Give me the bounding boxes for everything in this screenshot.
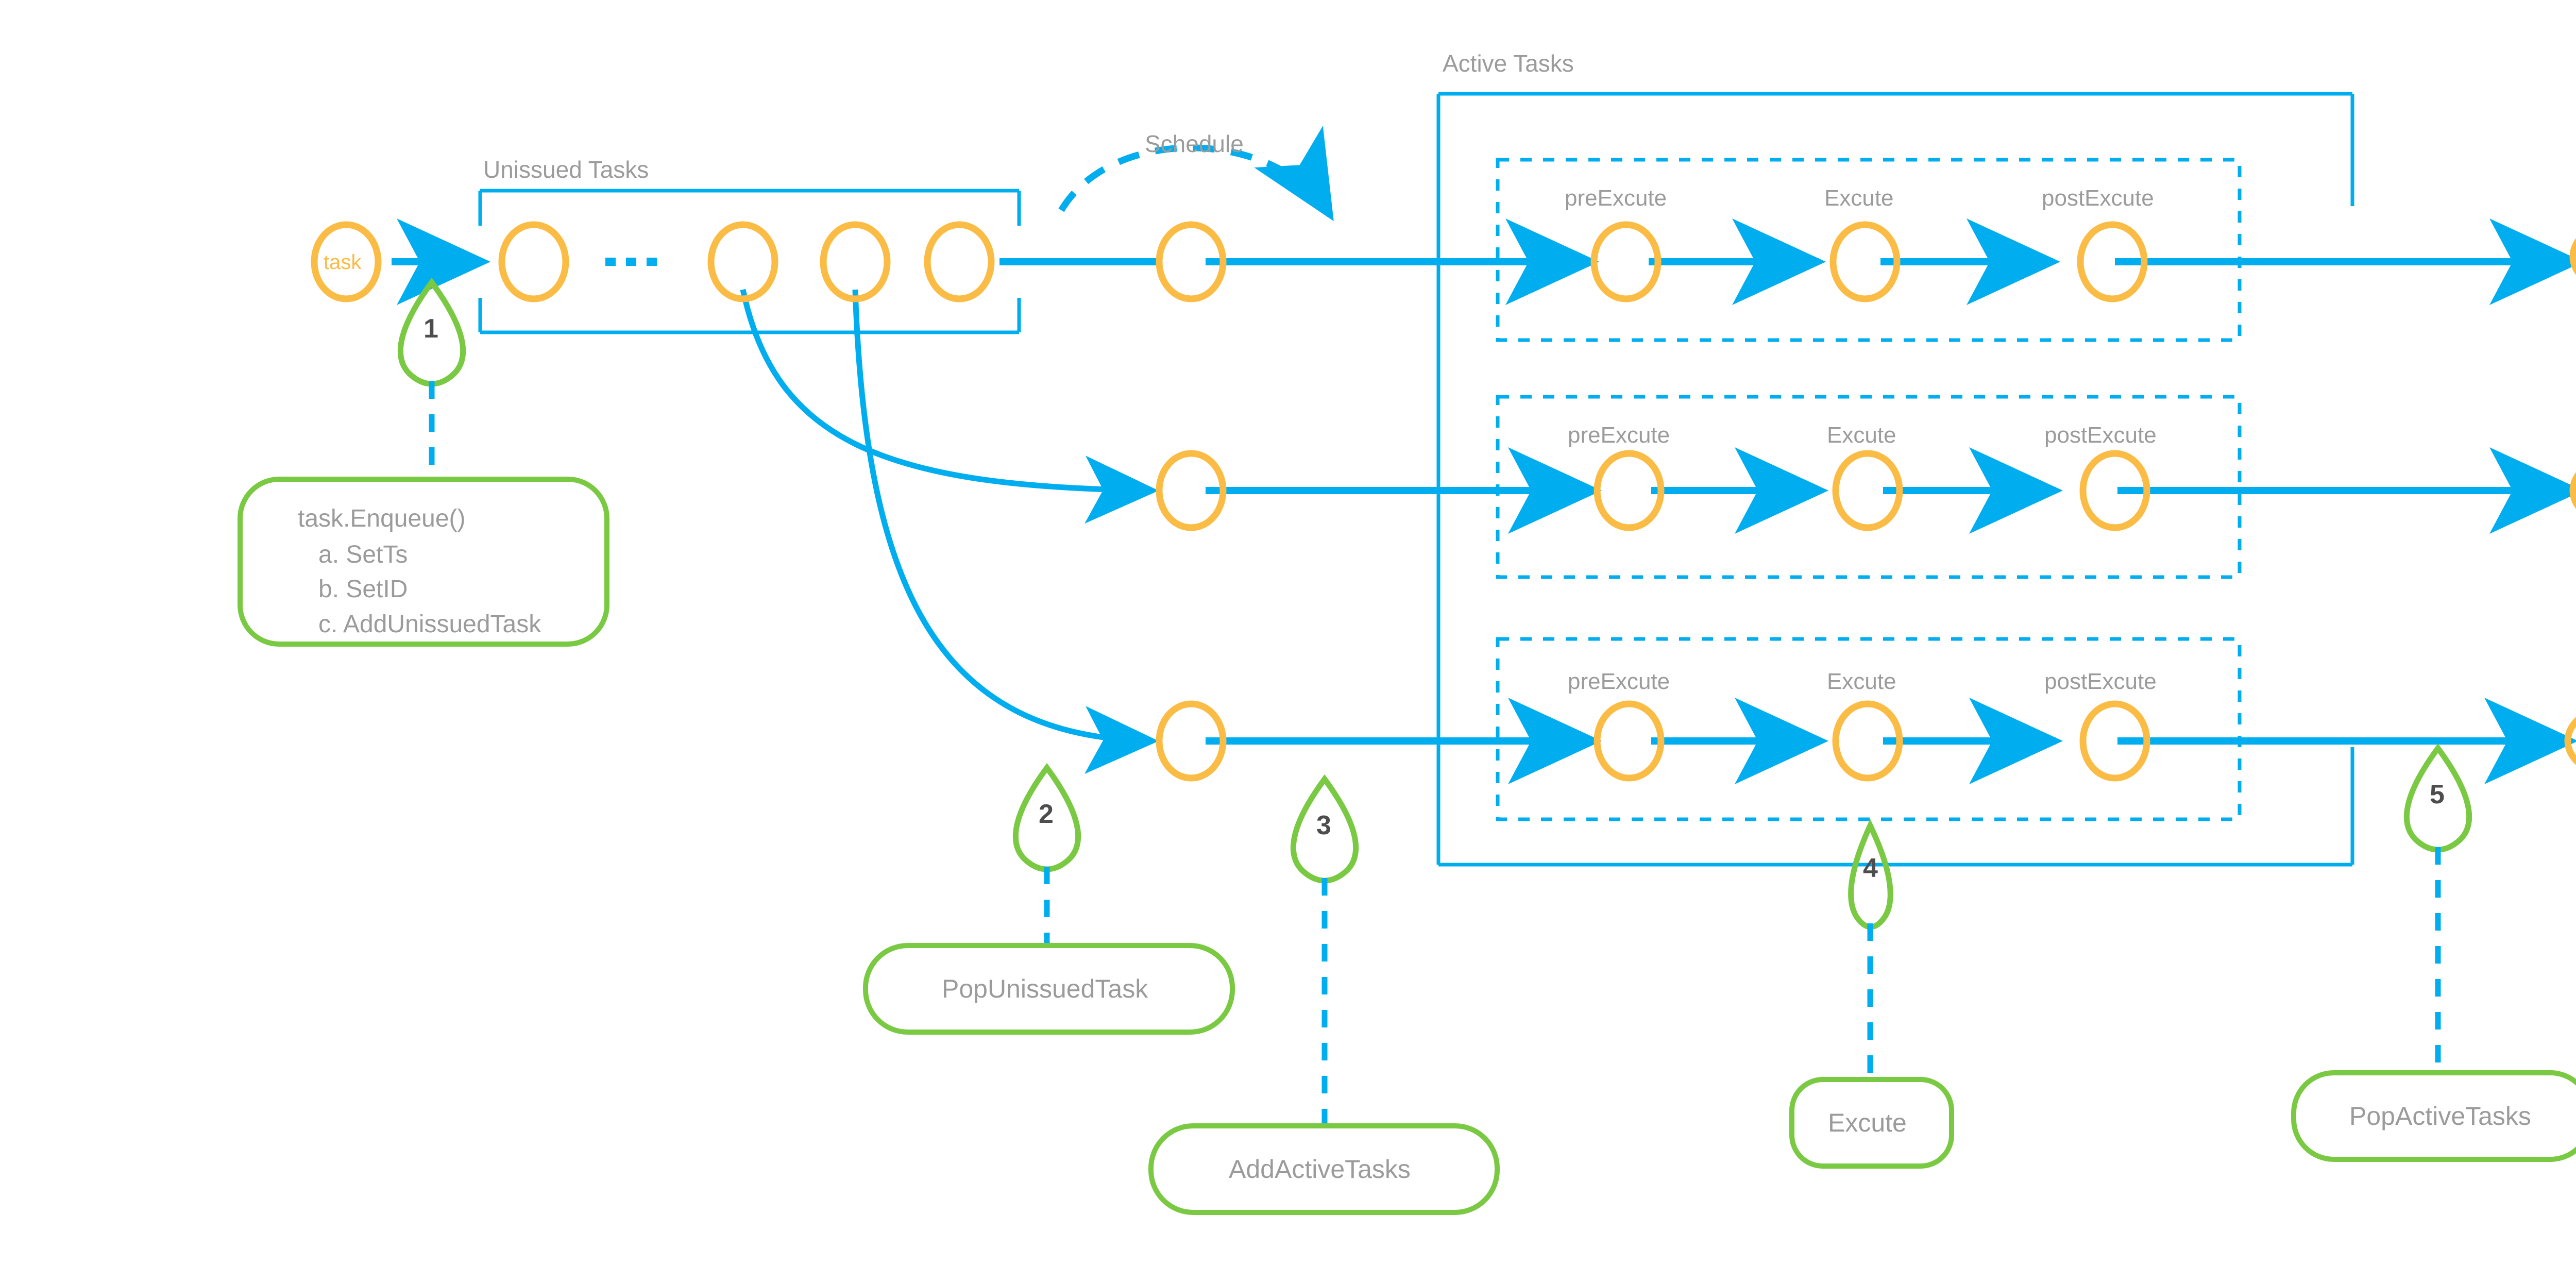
schedule-dashed-arrow (1058, 126, 1334, 222)
node-row3-terminal (2564, 717, 2576, 765)
node-row3-excute (1832, 700, 1903, 782)
node-row2-head (1156, 450, 1227, 531)
node-queue-3 (820, 221, 891, 302)
node-row1-head (1156, 221, 1227, 302)
marker-3-number: 3 (1316, 811, 1331, 840)
node-row2-terminal (2569, 472, 2576, 509)
callout-add-active-box (1148, 1123, 1500, 1215)
marker-1-number: 1 (423, 314, 438, 344)
node-row2-postexcute (2079, 450, 2150, 531)
row3-excute-label: Excute (1827, 669, 1896, 694)
node-row2-preexcute (1594, 450, 1665, 531)
row1-postexcute-label: postExcute (2042, 185, 2154, 211)
active-tasks-label: Active Tasks (1443, 50, 1574, 77)
node-row1-preexcute (1590, 221, 1662, 302)
callout-enqueue-step-c: c. AddUnissuedTask (318, 611, 541, 638)
callout-enqueue-step-b: b. SetID (318, 576, 408, 603)
node-row2-excute (1832, 450, 1903, 531)
active-tasks-bracket (1436, 92, 2354, 867)
pipeline-box-row3 (1496, 637, 2242, 821)
unissued-tasks-label: Unissued Tasks (483, 156, 649, 183)
callout-enqueue-box (238, 477, 609, 647)
schedule-label: Schedule (1145, 130, 1244, 157)
row3-preexcute-label: preExcute (1568, 669, 1670, 694)
callout-excute-label: Excute (1828, 1108, 1907, 1137)
marker-2-number: 2 (1039, 799, 1054, 829)
callout-add-active-label: AddActiveTasks (1229, 1155, 1411, 1184)
callout-pop-active-label: PopActiveTasks (2349, 1102, 2531, 1131)
row2-excute-label: Excute (1827, 423, 1896, 448)
node-row3-head (1156, 700, 1227, 782)
callout-pop-unissued-label: PopUnissuedTask (942, 974, 1148, 1003)
callout-pop-active-box (2291, 1070, 2576, 1162)
callout-enqueue-title: task.Enqueue() (298, 505, 466, 532)
node-queue-1 (498, 221, 569, 302)
node-task (311, 221, 382, 302)
callout-excute-box (1789, 1077, 1954, 1169)
node-row3-postexcute (2079, 700, 2150, 782)
node-row1-postexcute (2077, 221, 2148, 302)
row1-preexcute-label: preExcute (1565, 185, 1667, 211)
callout-boxes (238, 477, 2576, 1215)
node-queue-4 (924, 221, 995, 302)
node-queue-2 (707, 221, 778, 302)
marker-leader-lines (429, 381, 2441, 1126)
node-row1-excute (1829, 221, 1901, 302)
queue-ellipsis-icon (605, 258, 657, 266)
pipeline-box-row1 (1496, 158, 2242, 342)
row2-preexcute-label: preExcute (1568, 423, 1670, 448)
edge-queue-to-row2 (740, 289, 1159, 524)
node-task-label: task (324, 251, 362, 274)
callout-enqueue-step-a: a. SetTs (318, 541, 408, 568)
marker-4-number: 4 (1863, 853, 1878, 883)
row3-postexcute-label: postExcute (2044, 669, 2157, 694)
marker-5-number: 5 (2430, 780, 2445, 809)
row2-postexcute-label: postExcute (2044, 423, 2157, 448)
callout-pop-unissued-box (863, 943, 1235, 1035)
node-row3-preexcute (1594, 700, 1665, 782)
marker-shapes (397, 277, 2472, 930)
node-shapes (311, 221, 2576, 782)
node-row1-terminal (2569, 238, 2576, 275)
row1-excute-label: Excute (1824, 185, 1894, 211)
edge-queue-to-row3 (852, 289, 1159, 774)
